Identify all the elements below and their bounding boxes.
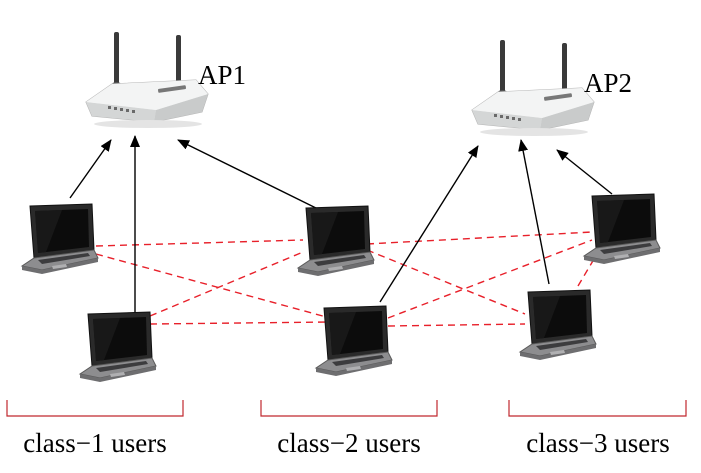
interference-link (366, 231, 593, 245)
ap2-label: AP2 (584, 68, 632, 98)
class-3-bracket (508, 400, 687, 417)
interference-link (149, 321, 331, 325)
interference-link (95, 253, 331, 319)
class-2-label: class−2 users (277, 428, 420, 458)
laptop-icon (79, 311, 157, 383)
interference-link (366, 249, 526, 315)
ap2-router-icon (471, 39, 595, 137)
laptop-icon (297, 205, 375, 277)
ap1-router-icon (85, 31, 209, 129)
laptop-icon (583, 193, 661, 265)
association-arrow (177, 139, 321, 211)
interference-link (387, 239, 593, 319)
association-arrows (69, 135, 613, 313)
association-arrow (518, 139, 550, 285)
laptop-icon (519, 289, 597, 361)
laptop-icon (315, 305, 393, 377)
interference-link (387, 323, 526, 327)
class-1-bracket (6, 400, 184, 417)
interference-link (149, 251, 304, 317)
class-brackets (6, 400, 687, 417)
interference-link (95, 239, 304, 247)
class-2-bracket (260, 400, 438, 417)
class-3-label: class−3 users (526, 428, 669, 458)
laptop-icon (21, 203, 99, 275)
class-1-label: class−1 users (23, 428, 166, 458)
ap1-label: AP1 (198, 60, 246, 90)
interference-link (577, 253, 598, 287)
association-arrow (556, 149, 613, 195)
association-arrow (379, 145, 479, 303)
association-arrow (69, 139, 112, 199)
